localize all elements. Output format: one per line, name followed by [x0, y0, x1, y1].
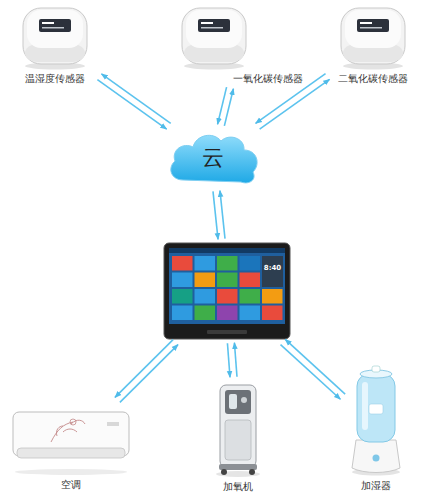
data-arrow — [281, 345, 341, 400]
screen-tile — [240, 289, 261, 304]
sensor-top — [186, 10, 242, 48]
ac-graphic — [11, 402, 131, 476]
oxygen-graphic — [213, 380, 263, 478]
brand-strip — [207, 330, 247, 334]
screen-tile — [195, 306, 216, 321]
clock-text: 8:40 — [262, 264, 283, 273]
data-arrow — [260, 79, 330, 129]
screen-tile — [240, 273, 261, 288]
oxygen-body — [220, 385, 256, 467]
nozzle — [372, 366, 380, 372]
sensor-graphic — [19, 4, 91, 70]
data-arrow — [115, 340, 173, 398]
sensor-body — [182, 8, 246, 64]
clock-tile — [262, 256, 283, 287]
humidifier-knob — [373, 455, 380, 462]
humid-graphic — [348, 362, 404, 477]
tank-highlight — [362, 382, 368, 430]
screen-tile — [217, 256, 238, 271]
tablet-frame — [164, 243, 290, 339]
flower — [70, 419, 76, 425]
sensor-body — [23, 8, 87, 64]
sensor-display — [357, 19, 389, 32]
data-arrow — [234, 343, 237, 377]
screen-tile — [262, 289, 283, 304]
status-bar — [169, 248, 285, 253]
flower-pattern — [51, 420, 85, 442]
shadow — [15, 469, 127, 475]
device-label: 空调 — [61, 478, 81, 491]
oxygen-meter — [229, 394, 237, 409]
screen-tile — [195, 256, 216, 271]
display-line — [201, 22, 213, 24]
humidifier-node: 加湿器 — [345, 362, 407, 492]
cloud-label: 云 — [165, 145, 261, 171]
device-label: 加氧机 — [223, 480, 253, 493]
sensor-graphic — [337, 4, 409, 70]
data-arrow — [218, 87, 227, 124]
display-line — [360, 22, 372, 24]
device-label: 温湿度传感器 — [25, 72, 85, 85]
screen-tile — [195, 273, 216, 288]
screen-tile — [172, 306, 193, 321]
sensor-top — [27, 10, 83, 48]
device-label: 一氧化碳传感器 — [233, 72, 303, 85]
sensor-node: 一氧化碳传感器 — [178, 4, 303, 85]
ac-vent — [17, 448, 125, 458]
control-panel: 8:40 — [163, 242, 291, 340]
ac-display — [107, 422, 119, 426]
oxygen-grille — [225, 420, 251, 460]
tablet-graphic — [163, 242, 291, 340]
sensor-graphic — [178, 4, 250, 70]
air-conditioner-node: 空调 — [8, 402, 133, 491]
sensor-node: 二氧化碳传感器 — [330, 4, 415, 85]
display-line — [201, 27, 223, 29]
screen-tile — [240, 306, 261, 321]
display-line — [42, 27, 64, 29]
screen-tile — [217, 289, 238, 304]
cloud-node: 云 — [165, 128, 261, 188]
oxygen-panel — [225, 390, 251, 414]
screen-tile — [217, 306, 238, 321]
data-arrow — [120, 345, 178, 403]
display-line — [360, 27, 382, 29]
water-tank — [357, 374, 395, 442]
sensor-display — [39, 19, 71, 32]
data-arrow — [97, 80, 166, 130]
wheel — [221, 469, 227, 475]
tank-label — [369, 404, 383, 414]
sensor-body — [341, 8, 405, 64]
tablet-screen — [169, 248, 285, 324]
sensor-node: 温湿度传感器 — [12, 4, 97, 85]
device-label: 二氧化碳传感器 — [338, 72, 408, 85]
display-line — [42, 22, 54, 24]
screen-tile — [217, 273, 238, 288]
data-arrow — [101, 74, 170, 124]
sensor-top — [345, 10, 401, 48]
screen-tile — [172, 256, 193, 271]
data-arrow — [224, 89, 233, 126]
oxygen-knob — [241, 397, 247, 403]
data-arrow — [213, 191, 218, 239]
screen-tile — [172, 273, 193, 288]
screen-tile — [172, 289, 193, 304]
oxygen-machine-node: 加氧机 — [208, 380, 268, 493]
screen-tile — [240, 256, 261, 271]
sensor-display — [198, 19, 230, 32]
device-label: 加湿器 — [361, 479, 391, 492]
data-arrow — [220, 191, 225, 239]
wheel — [249, 469, 255, 475]
screen-tile — [195, 289, 216, 304]
data-arrow — [227, 343, 230, 377]
screen-tile — [262, 306, 283, 321]
humidifier-base — [352, 440, 400, 473]
data-arrow — [285, 339, 345, 394]
